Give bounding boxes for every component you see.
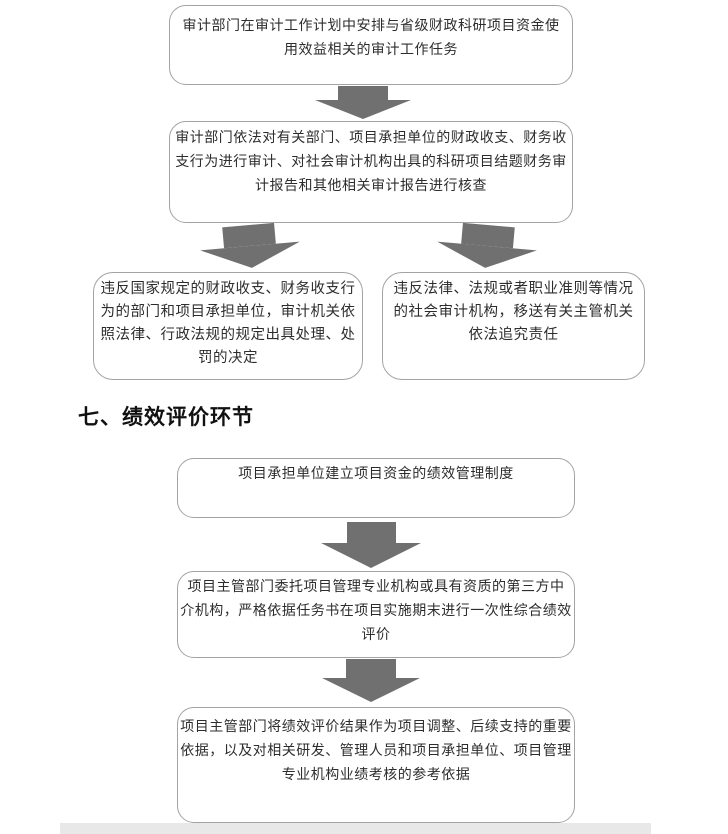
- arrow-stem: [338, 86, 388, 100]
- flow-box-text-line: 介机构，严格依据任务书在项目实施期末进行一次性综合绩效: [180, 604, 572, 619]
- flow-box-text-line: 项目主管部门将绩效评价结果作为项目调整、后续支持的重要: [180, 720, 572, 735]
- flow-box-text-line: 违反国家规定的财政收支、财务收支行: [100, 281, 356, 297]
- flow-box-text-line: 违反法律、法规或者职业准则等情况: [393, 281, 634, 297]
- flow-box-text-line: 罚的决定: [198, 350, 258, 366]
- flow-box-violation-agencies: 违反法律、法规或者职业准则等情况 的社会审计机构，移送有关主管机关 依法追究责任: [382, 272, 645, 380]
- flow-box-performance-results: 项目主管部门将绩效评价结果作为项目调整、后续支持的重要 依据，以及对相关研发、管…: [177, 707, 575, 823]
- down-arrow: [322, 659, 420, 702]
- arrow-stem: [346, 522, 396, 543]
- flow-box-text-line: 用效益相关的审计工作任务: [284, 43, 458, 58]
- flow-box-text-line: 专业机构业绩考核的参考依据: [281, 768, 471, 783]
- flow-box-violation-units: 违反国家规定的财政收支、财务收支行 为的部门和项目承担单位，审计机关依 照法律、…: [93, 272, 363, 380]
- flow-box-text-line: 依据，以及对相关研发、管理人员和项目承担单位、项目管理: [180, 744, 572, 759]
- arrow-stem: [346, 659, 396, 678]
- arrow-head: [321, 543, 421, 568]
- flow-box-text-line: 照法律、行政法规的规定出具处理、处: [100, 327, 356, 343]
- flow-box-text-line: 的社会审计机构，移送有关主管机关: [393, 304, 634, 320]
- down-arrow: [321, 522, 421, 568]
- flow-box-audit-execute: 审计部门依法对有关部门、项目承担单位的财政收支、财务收 支行为进行审计、对社会审…: [169, 121, 573, 223]
- flow-box-text-line: 项目主管部门委托项目管理专业机构或具有资质的第三方中: [187, 580, 565, 595]
- arrow-head: [435, 241, 537, 273]
- flow-box-text-line: 项目承担单位建立项目资金的绩效管理制度: [238, 467, 514, 482]
- page-break-bar: [60, 823, 651, 834]
- flow-box-audit-plan: 审计部门在审计工作计划中安排与省级财政科研项目资金使 用效益相关的审计工作任务: [169, 5, 573, 85]
- flow-box-text-line: 计报告和其他相关审计报告进行核查: [255, 179, 487, 194]
- flow-box-text-line: 评价: [361, 628, 391, 643]
- arrow-head: [315, 100, 411, 119]
- down-arrow-left: [198, 221, 302, 273]
- arrow-head: [200, 241, 302, 273]
- down-arrow-right: [435, 221, 538, 273]
- flow-box-text-line: 审计部门依法对有关部门、项目承担单位的财政收支、财务收: [175, 131, 567, 146]
- arrow-head: [322, 678, 420, 702]
- section-heading: 七、绩效评价环节: [78, 406, 254, 429]
- flow-box-text-line: 为的部门和项目承担单位，审计机关依: [100, 304, 356, 320]
- flow-box-performance-system: 项目承担单位建立项目资金的绩效管理制度: [177, 458, 575, 518]
- flow-box-performance-evaluation: 项目主管部门委托项目管理专业机构或具有资质的第三方中 介机构，严格依据任务书在项…: [177, 571, 575, 658]
- down-arrow: [315, 86, 411, 119]
- flow-box-text-line: 依法追究责任: [468, 327, 559, 343]
- flow-box-text-line: 支行为进行审计、对社会审计机构出具的科研项目结题财务审: [175, 155, 567, 170]
- flow-box-text-line: 审计部门在审计工作计划中安排与省级财政科研项目资金使: [182, 19, 560, 34]
